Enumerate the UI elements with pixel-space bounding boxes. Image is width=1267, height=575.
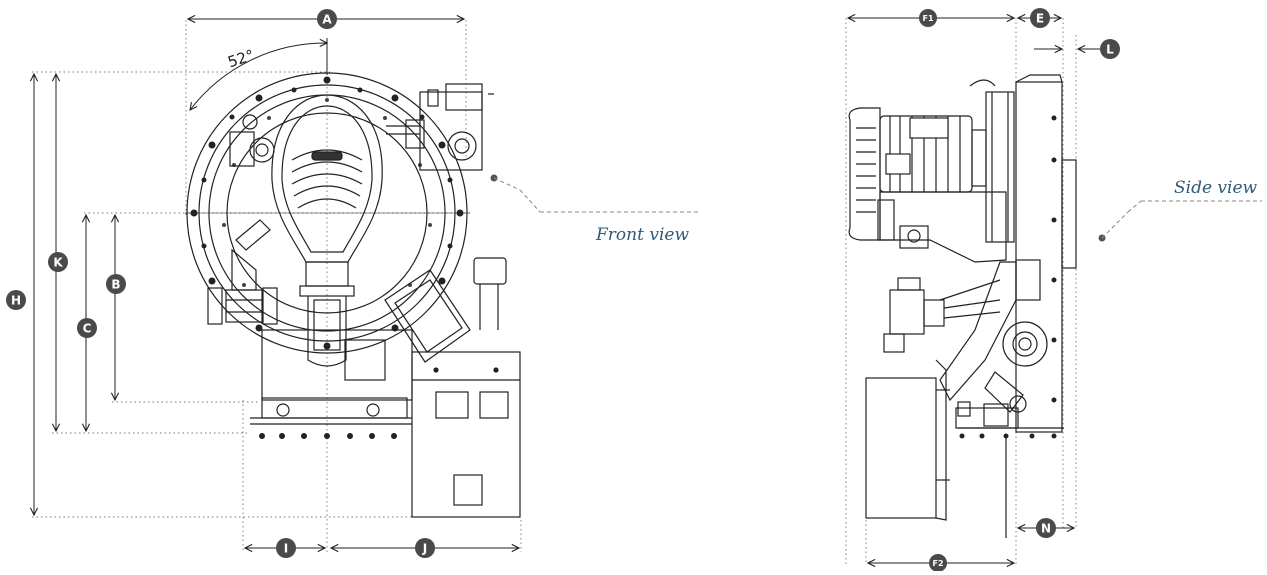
side-view-label: Side view bbox=[1174, 178, 1258, 198]
dim-marker-k: K bbox=[48, 252, 68, 272]
svg-text:H: H bbox=[11, 294, 21, 308]
svg-text:A: A bbox=[322, 13, 332, 27]
svg-text:J: J bbox=[422, 542, 427, 556]
svg-text:B: B bbox=[111, 278, 120, 292]
svg-text:I: I bbox=[284, 542, 288, 556]
front-diagonal-housing bbox=[384, 257, 507, 363]
dim-marker-e: E bbox=[1030, 8, 1050, 28]
svg-text:E: E bbox=[1036, 12, 1044, 26]
front-servo-motor bbox=[386, 83, 494, 171]
side-view-leader bbox=[1098, 200, 1262, 242]
dim-marker-b: B bbox=[106, 274, 126, 294]
dim-marker-c: C bbox=[77, 318, 97, 338]
front-control-box bbox=[411, 351, 521, 518]
front-view-label: Front view bbox=[596, 225, 689, 245]
dim-marker-n: N bbox=[1036, 518, 1056, 538]
side-extension-lines bbox=[845, 18, 1077, 565]
dim-marker-f1: F1 bbox=[919, 9, 937, 27]
svg-text:F2: F2 bbox=[932, 559, 943, 568]
side-view bbox=[845, 18, 1100, 565]
side-gas-valve bbox=[883, 277, 1001, 353]
svg-text:F1: F1 bbox=[922, 14, 933, 23]
side-fan-housing bbox=[877, 91, 1015, 263]
front-extension-lines bbox=[32, 20, 522, 552]
dim-marker-i: I bbox=[276, 538, 296, 558]
front-fan-housing bbox=[271, 94, 383, 367]
dim-marker-l: L bbox=[1100, 39, 1120, 59]
dim-marker-f2: F2 bbox=[929, 554, 947, 572]
svg-text:L: L bbox=[1106, 43, 1114, 57]
svg-text:C: C bbox=[83, 322, 92, 336]
side-burner-tube bbox=[939, 259, 1048, 413]
side-base bbox=[955, 401, 1064, 538]
dim-marker-j: J bbox=[415, 538, 435, 558]
svg-text:N: N bbox=[1041, 522, 1051, 536]
dim-marker-h: H bbox=[6, 290, 26, 310]
front-view-leader bbox=[490, 174, 700, 213]
dim-marker-a: A bbox=[317, 9, 337, 29]
front-left-pipe bbox=[207, 114, 278, 325]
dimension-markers: A H K B C I J F1 bbox=[6, 8, 1120, 572]
side-control-box bbox=[865, 359, 950, 521]
front-view bbox=[32, 19, 522, 552]
side-motor bbox=[848, 79, 996, 241]
svg-text:K: K bbox=[53, 256, 63, 270]
front-lower-frame bbox=[250, 329, 413, 439]
angle-arc bbox=[190, 43, 327, 110]
side-flange-plate bbox=[1015, 74, 1077, 433]
angle-label: 52° bbox=[225, 46, 256, 71]
